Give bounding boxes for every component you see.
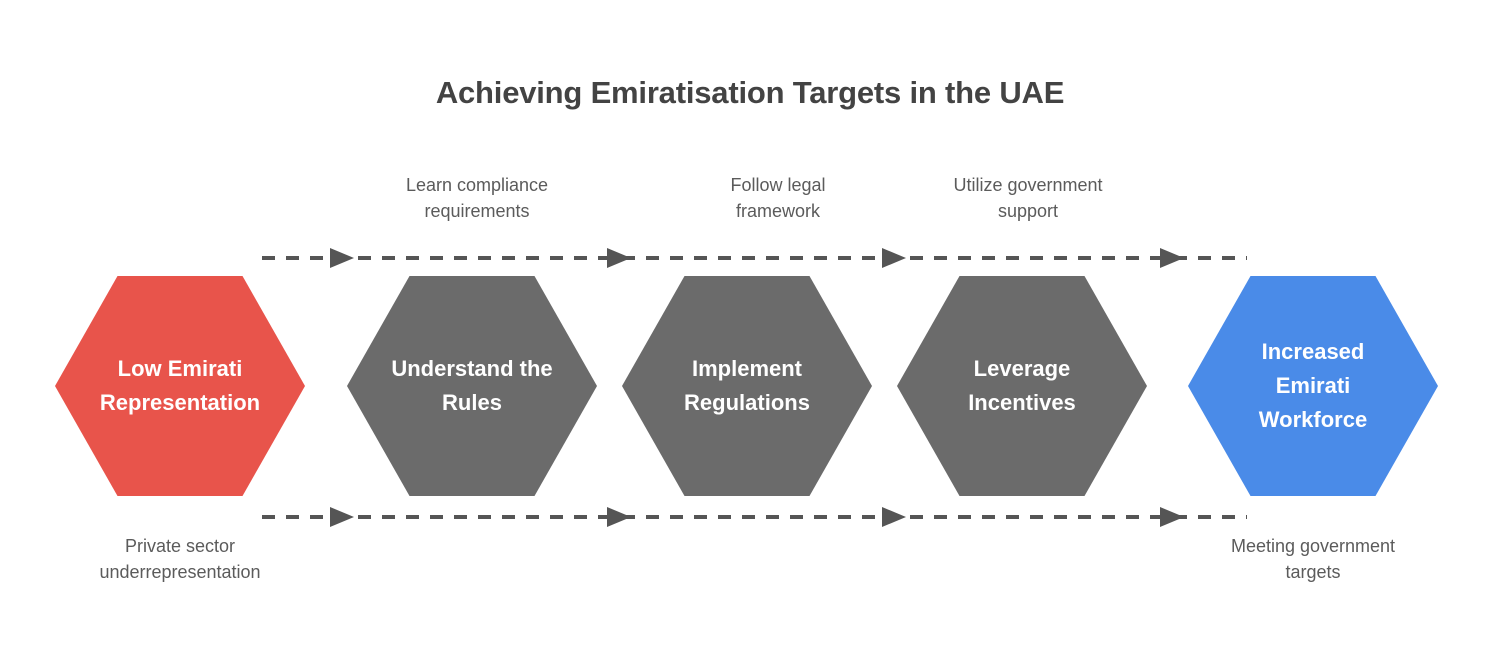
endpoint-note-private-sector-underrepresentation: Private sector underrepresentation — [99, 536, 261, 583]
node-low-emirati-representation[interactable]: Low Emirati Representation — [55, 276, 305, 496]
arrowhead-icon — [330, 507, 354, 527]
node-label: Understand the Rules — [391, 355, 553, 415]
node-leverage-incentives[interactable]: Leverage Incentives — [897, 276, 1147, 496]
arrowhead-icon — [330, 248, 354, 268]
node-label: Increased Emirati Workforce — [1258, 338, 1368, 433]
page-title: Achieving Emiratisation Targets in the U… — [435, 75, 1065, 110]
node-understand-the-rules[interactable]: Understand the Rules — [347, 276, 597, 496]
arrowhead-icon — [607, 507, 631, 527]
transition-label-utilize-government-support: Utilize government support — [953, 175, 1103, 222]
arrowhead-icon — [882, 248, 906, 268]
transition-label-follow-legal-framework: Follow legal framework — [730, 175, 826, 222]
node-label: Leverage Incentives — [968, 355, 1076, 415]
transition-label-learn-compliance-requirements: Learn compliance requirements — [405, 175, 549, 222]
node-label: Implement Regulations — [684, 355, 810, 415]
arrowhead-icon — [1160, 248, 1184, 268]
arrowhead-icon — [607, 248, 631, 268]
node-label: Low Emirati Representation — [99, 355, 261, 415]
arrowhead-icon — [882, 507, 906, 527]
arrowhead-icon — [1160, 507, 1184, 527]
connector-line-bottom — [262, 507, 1247, 527]
node-increased-emirati-workforce[interactable]: Increased Emirati Workforce — [1188, 276, 1438, 496]
connector-line-top — [262, 248, 1247, 268]
endpoint-note-meeting-government-targets: Meeting government targets — [1230, 536, 1396, 583]
node-implement-regulations[interactable]: Implement Regulations — [622, 276, 872, 496]
